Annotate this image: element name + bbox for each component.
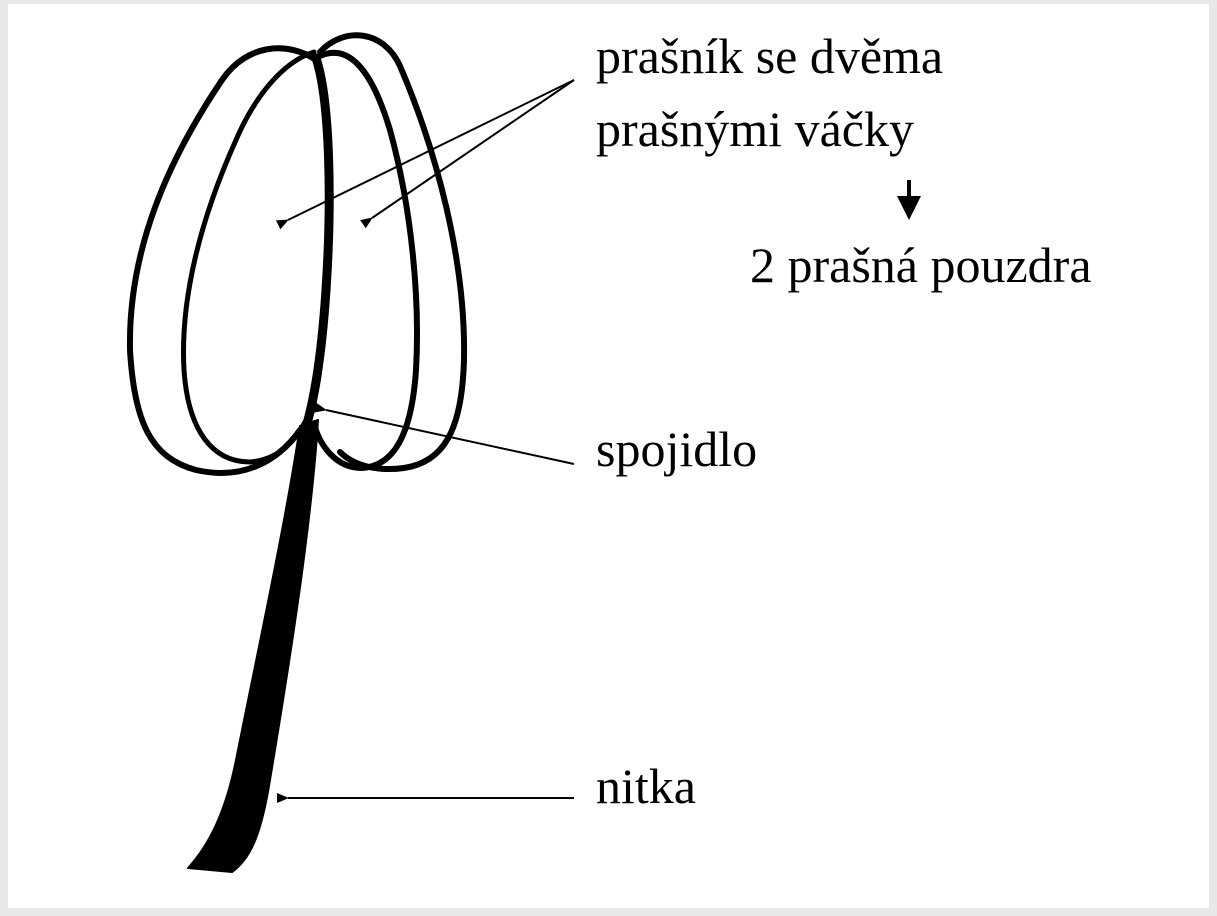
anther-right-outer-sac — [320, 35, 464, 469]
connective-ridge — [308, 58, 329, 420]
connective-label: spojidlo — [596, 424, 757, 474]
anther-label-line2: prašnými váčky — [596, 104, 914, 154]
thecae-label: 2 prašná pouzdra — [750, 240, 1092, 290]
filament — [188, 420, 318, 872]
down-arrow-icon — [897, 180, 921, 220]
connective-pointer — [326, 410, 574, 464]
anther-left-outer-sac — [130, 48, 316, 473]
anther-label-line1: prašník se dvěma — [596, 31, 943, 81]
anther-pointer-right — [372, 80, 574, 218]
filament-label: nitka — [596, 761, 696, 811]
